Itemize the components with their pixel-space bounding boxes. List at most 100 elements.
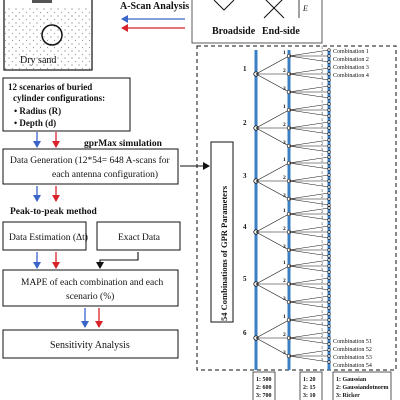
combination-label: Combination 51: [333, 339, 372, 345]
level3-number: 1: [321, 221, 323, 226]
tree-branch: [288, 207, 330, 215]
level3-number: 2: [321, 176, 323, 181]
level1-number: 5: [243, 275, 247, 283]
tree-branch: [255, 265, 290, 285]
broadside-label: Broadside: [212, 26, 256, 37]
tree-node: [327, 224, 331, 228]
svg-text:scenario (%): scenario (%): [66, 291, 114, 302]
combination-tree: 1112321233123211232123312331123212331234…: [243, 45, 331, 370]
ascan-label: A-Scan Analysis: [120, 1, 189, 12]
level1-number: 1: [243, 65, 247, 73]
level2-number: 2: [283, 226, 286, 232]
tree-node: [327, 218, 331, 222]
tree-branch: [288, 67, 330, 75]
tree-branch: [255, 73, 290, 93]
tree-branch: [255, 213, 290, 233]
level2-number: 3: [283, 193, 286, 199]
peak-to-peak-label: Peak-to-peak method: [10, 207, 98, 217]
level3-number: 1: [321, 273, 323, 278]
svg-text:3: 10: 3: 10: [303, 393, 316, 399]
tree-node: [327, 191, 331, 195]
tree-node: [327, 102, 331, 106]
tree-node: [327, 282, 331, 286]
tree-branch: [255, 319, 290, 339]
tree-panel-border: [196, 45, 397, 371]
combination-labels-bottom: Combination 51 Combination 52 Combinatio…: [333, 339, 372, 369]
tree-branch: [288, 301, 330, 309]
tree-branch: [255, 162, 290, 182]
tree-node: [327, 288, 331, 292]
tree-branch: [288, 192, 330, 200]
level3-number: 1: [321, 345, 323, 350]
exact-data-connector: [96, 252, 139, 269]
tree-node: [327, 161, 331, 165]
tree-node: [327, 360, 331, 364]
tree-node: [327, 185, 331, 189]
level3-number: 3: [321, 200, 323, 205]
parameter-legend: 1: 500 2: 600 3: 700 1: 20 2: 15 3: 10 1…: [252, 371, 392, 400]
level3-number: 2: [321, 279, 323, 284]
level3-number: 1: [321, 203, 323, 208]
tree-node: [327, 90, 331, 94]
combination-label: Combination 54: [333, 363, 372, 369]
level2-number: 2: [283, 68, 286, 74]
tree-node: [327, 242, 331, 246]
tree-branch: [288, 277, 330, 285]
level3-number: 3: [321, 339, 323, 344]
level3-number: 1: [321, 255, 323, 260]
tree-branch: [288, 139, 330, 147]
tree-branch: [288, 231, 330, 239]
tree-branch: [255, 55, 290, 75]
tree-branch: [255, 127, 290, 147]
level3-number: 2: [321, 69, 323, 74]
tree-node: [327, 276, 331, 280]
svg-text:MAPE of each combination and e: MAPE of each combination and each: [21, 277, 163, 288]
svg-text:3: Ricker: 3: Ricker: [336, 393, 360, 399]
sensitivity-box: Sensitivity Analysis: [2, 329, 179, 359]
level3-number: 2: [321, 261, 323, 266]
tree-node: [327, 258, 331, 262]
tree-branch: [288, 295, 330, 303]
tree-branch: [288, 180, 330, 188]
endside-antenna-icon: [263, 0, 285, 19]
tree-branch: [288, 331, 330, 339]
tree-branch: [255, 283, 290, 303]
tree-branch: [288, 213, 330, 221]
svg-text:12 scenarios of buried: 12 scenarios of buried: [8, 82, 92, 92]
svg-text:54 Combinations of GPR Paramet: 54 Combinations of GPR Parameters: [219, 185, 229, 321]
tree-branch: [288, 55, 330, 63]
tree-node: [327, 126, 331, 130]
tree-branch: [255, 180, 290, 200]
level2-number: 2: [283, 175, 286, 181]
svg-text:3: 700: 3: 700: [256, 393, 272, 399]
tree-node: [327, 108, 331, 112]
level1-number: 6: [243, 329, 247, 337]
svg-text:2: 15: 2: 15: [303, 385, 316, 391]
level3-number: 3: [321, 93, 323, 98]
level3-number: 3: [321, 251, 323, 256]
level2-number: 2: [283, 332, 286, 338]
level3-number: 3: [321, 111, 323, 116]
tree-node: [327, 60, 331, 64]
tree-branch: [288, 49, 330, 57]
level3-number: 3: [321, 285, 323, 290]
tree-node: [327, 179, 331, 183]
level3-number: 1: [321, 188, 323, 193]
level3-number: 3: [321, 215, 323, 220]
tree-branch: [288, 174, 330, 182]
level3-number: 2: [321, 141, 323, 146]
level3-number: 2: [321, 194, 323, 199]
tree-node: [327, 84, 331, 88]
level3-number: 2: [321, 158, 323, 163]
tree-node: [327, 114, 331, 118]
tree-branch: [255, 109, 290, 129]
endside-label: End-side: [262, 26, 300, 37]
level2-number: 1: [283, 208, 286, 214]
antenna-config-panel: E Broadside End-side: [191, 0, 323, 44]
level3-number: 3: [321, 357, 323, 362]
level2-number: 1: [283, 157, 286, 163]
level3-number: 3: [321, 303, 323, 308]
svg-text:Sensitivity Analysis: Sensitivity Analysis: [50, 340, 130, 351]
level2-number: 1: [283, 104, 286, 110]
tree-node: [327, 342, 331, 346]
